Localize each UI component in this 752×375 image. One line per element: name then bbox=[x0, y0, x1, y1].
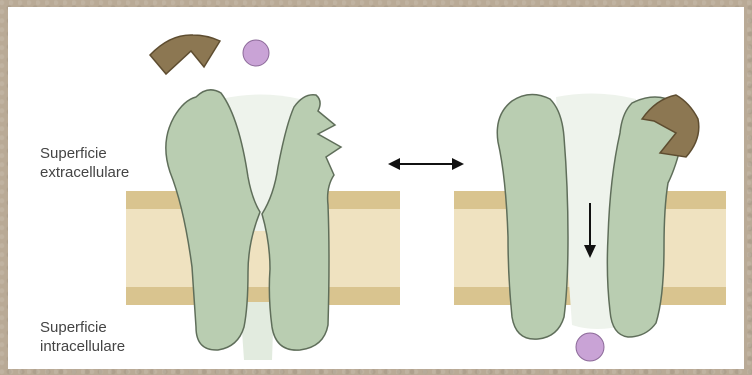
diagram-panel: Superficie extracellulare Superficie int… bbox=[8, 7, 744, 369]
intracellular-label-line1: Superficie bbox=[40, 318, 125, 337]
extracellular-label-line1: Superficie bbox=[40, 144, 129, 163]
ligand-wedge-icon bbox=[150, 35, 220, 74]
intracellular-label-line2: intracellulare bbox=[40, 337, 125, 356]
released-ion-circle-icon bbox=[576, 333, 604, 361]
ion-circle-icon bbox=[243, 40, 269, 66]
extracellular-label-line2: extracellulare bbox=[40, 163, 129, 182]
left-channel-closed bbox=[166, 90, 341, 360]
ion-channel-diagram bbox=[8, 7, 744, 369]
bidirectional-arrow-icon bbox=[388, 158, 464, 170]
extracellular-surface-label: Superficie extracellulare bbox=[40, 144, 129, 182]
intracellular-surface-label: Superficie intracellulare bbox=[40, 318, 125, 356]
